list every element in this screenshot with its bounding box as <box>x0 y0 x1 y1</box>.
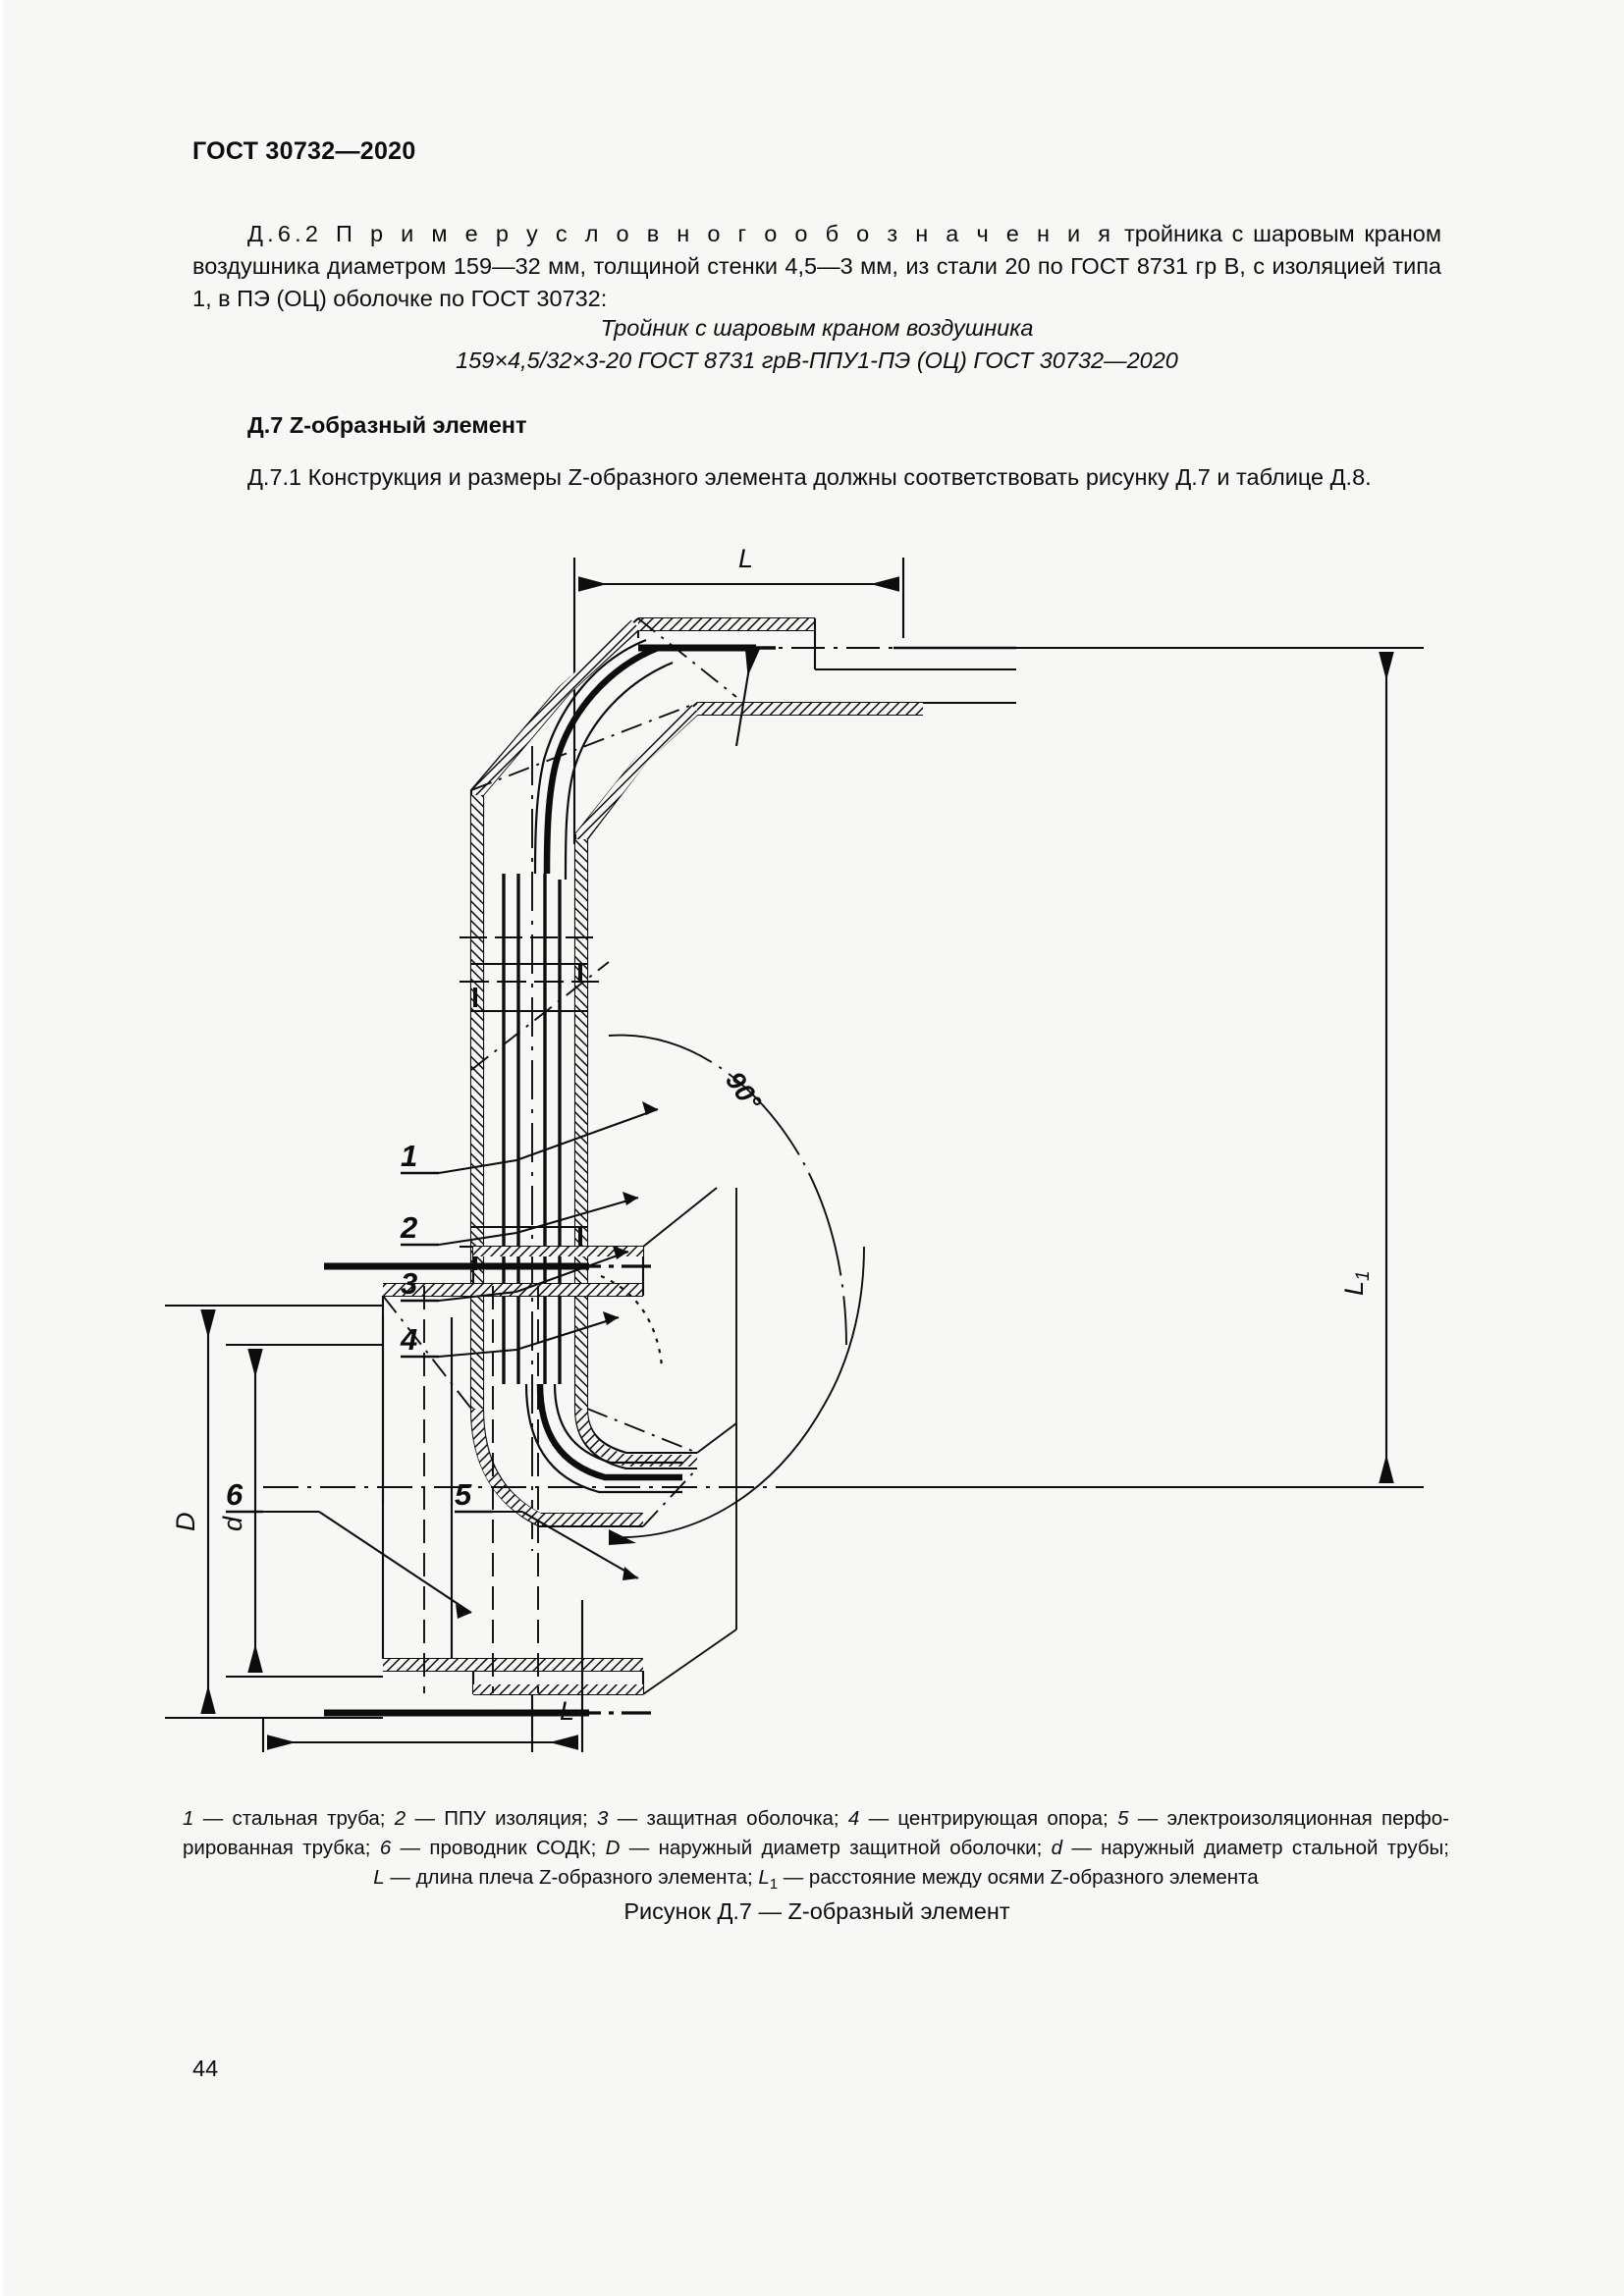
caption-text: — наружный диаметр стальной трубы; <box>1062 1837 1449 1859</box>
perforated-tube-lower <box>600 1274 664 1367</box>
callout-3: 3 <box>401 1266 417 1301</box>
bend-lower-wall-hatch <box>471 1408 697 1525</box>
caption-text: — длина плеча Z-образного элемента; <box>384 1866 759 1889</box>
caption-ref-2: 2 <box>394 1807 406 1830</box>
steel-pipe-bend-upper <box>543 644 660 875</box>
caption-sym-L1: L <box>758 1866 770 1889</box>
jacket-vertical-leg <box>469 790 589 1409</box>
dimension-label-L1: L1 <box>1339 1270 1374 1296</box>
paragraph-d62-lead: Д.6.2 П р и м е р у с л о в н о г о о б … <box>247 221 1115 246</box>
steel-pipe-bend-lower <box>536 1383 682 1481</box>
dimension-label-d: d <box>218 1516 247 1531</box>
paragraph-d62-rest: тройника с шаровым краном воздушника диа… <box>192 221 1442 311</box>
pipe-arrow-upper <box>734 646 761 747</box>
designation-line-2: 159×4,5/32×3-20 ГОСТ 8731 грВ-ППУ1-ПЭ (О… <box>456 347 1178 373</box>
upper-arm-outline <box>923 667 1016 705</box>
isometric-construction-lines <box>382 617 737 1527</box>
caption-line-2: рированная трубка; 6 — проводник СОДК; D… <box>183 1834 1449 1863</box>
isometric-solid-construction <box>642 1187 737 1695</box>
caption-ref-4: 4 <box>847 1807 860 1830</box>
caption-text: рированная трубка; <box>183 1837 380 1859</box>
dimension-L-bottom <box>261 1600 584 1752</box>
caption-line-1: 1 — стальная труба; 2 — ППУ изоляция; 3 … <box>183 1804 1449 1834</box>
designation-line-1: Тройник с шаровым краном воздушника <box>600 315 1034 341</box>
figure-caption: 1 — стальная труба; 2 — ППУ изоляция; 3 … <box>183 1804 1449 1899</box>
caption-text: — наружный диаметр защитной оболочки; <box>620 1837 1052 1859</box>
document-header: ГОСТ 30732—2020 <box>192 137 416 165</box>
caption-ref-5: 5 <box>1117 1807 1129 1830</box>
caption-ref-3: 3 <box>597 1807 609 1830</box>
lower-arm-dashed-verticals <box>423 1286 539 1693</box>
caption-text: — проводник СОДК; <box>391 1837 606 1859</box>
caption-sym-L1-sub: 1 <box>769 1877 779 1894</box>
callout-5: 5 <box>455 1477 472 1512</box>
heading-d7: Д.7 Z-образный элемент <box>247 412 527 438</box>
dimension-label-L-top: L <box>738 544 753 573</box>
callout-2: 2 <box>400 1210 417 1245</box>
callout-6: 6 <box>226 1477 244 1512</box>
page-edge <box>0 0 3 2296</box>
dimension-D <box>165 1304 383 1720</box>
caption-text: — ППУ изоляция; <box>406 1807 598 1830</box>
caption-sym-L: L <box>373 1866 385 1889</box>
dimension-L1 <box>776 646 1424 1489</box>
caption-line-3: L — длина плеча Z-образного элемента; L1… <box>183 1863 1449 1899</box>
page-number: 44 <box>192 2056 219 2081</box>
paragraph-d71-text: Д.7.1 Конструкция и размеры Z-образного … <box>247 464 1372 490</box>
caption-sym-D: D <box>605 1837 621 1859</box>
caption-text: — стальная труба; <box>193 1807 395 1830</box>
dimension-label-D: D <box>171 1513 200 1532</box>
caption-sym-d: d <box>1051 1837 1063 1859</box>
caption-ref-6: 6 <box>379 1837 392 1859</box>
callout-leaders <box>263 1108 659 1614</box>
caption-ref-1: 1 <box>183 1807 194 1830</box>
insulation-bend-upper <box>533 638 674 881</box>
dimension-L-top <box>572 558 905 844</box>
paragraph-d71: Д.7.1 Конструкция и размеры Z-образного … <box>192 461 1441 494</box>
callout-1: 1 <box>401 1139 417 1173</box>
callout-underlines <box>226 1171 493 1514</box>
angle-label-90: 90° <box>720 1066 767 1116</box>
leader-arrowheads <box>456 1101 658 1619</box>
sodk-conductor-lower-thin <box>471 1264 658 1715</box>
caption-text: — электроизоляционная перфо- <box>1128 1807 1450 1830</box>
angle-arc-lower <box>608 1246 865 1539</box>
caption-text: — защитная оболочка; <box>608 1807 848 1830</box>
paragraph-d62: Д.6.2 П р и м е р у с л о в н о г о о б … <box>192 218 1441 315</box>
caption-text: — расстояние между осями Z-образного эле… <box>778 1866 1259 1889</box>
lower-arm-hatch-spigot <box>473 1247 643 1694</box>
insulation-bend-lower <box>524 1383 682 1494</box>
designation-block: Тройник с шаровым краном воздушника 159×… <box>192 312 1441 377</box>
support-ticks <box>473 964 582 1270</box>
dimension-label-L-bottom: L <box>560 1696 574 1726</box>
angle-arc-upper <box>608 1034 847 1346</box>
figure-z-element: L L L1 D d 90° 1 2 3 4 5 6 <box>147 520 1522 1757</box>
caption-text: — центрирующая опора; <box>859 1807 1118 1830</box>
figure-title: Рисунок Д.7 — Z-образный элемент <box>623 1898 1010 1924</box>
callout-4: 4 <box>400 1322 417 1357</box>
jacket-upper-arm <box>636 616 923 717</box>
centring-support-upper <box>460 962 599 1013</box>
